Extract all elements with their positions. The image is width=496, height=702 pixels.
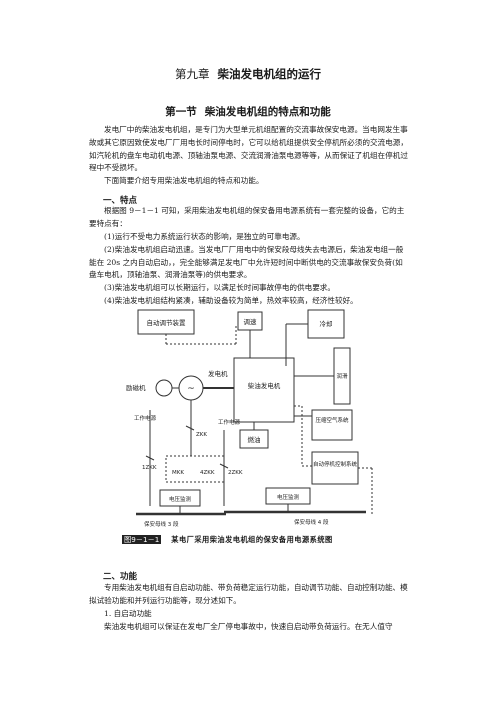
diesel-label: 柴油发电机 <box>248 381 281 390</box>
auto-sync-label: 自动调节装置 <box>147 318 187 327</box>
bus-3-label: 保安母线 3 段 <box>144 520 179 528</box>
auto-start-label: 自动停机控制系统 <box>313 460 358 468</box>
work-power-right-label: 工作电源 <box>218 418 241 426</box>
zkk2-label: 2ZKK <box>228 470 243 476</box>
exciter-symbol <box>155 379 173 397</box>
generator-label: 发电机 <box>208 369 228 378</box>
power-system-diagram: 自动调节装置 调速 冷却 润滑 柴油发电机 励磁机 ~ 发电机 燃油 <box>126 309 373 528</box>
svg-text:~: ~ <box>187 384 195 394</box>
feature-list: (1)运行不受电力系统运行状态的影响，是独立的可靠电源。 (2)柴油发电机组启动… <box>89 231 409 308</box>
chapter-title: 第九章柴油发电机组的运行 <box>0 66 496 82</box>
part1-lead: 根据图 9－1－1 可知，采用柴油发电机组的保安备用电源系统有一套完整的设备，它… <box>89 206 405 228</box>
intro-paragraph-1: 发电厂中的柴油发电机组，是专门为大型单元机组配置的交流事故保安电源。当电网发生事… <box>89 125 408 173</box>
compressed-air-label: 压缩空气系统 <box>315 416 349 424</box>
cooling-label: 冷却 <box>320 319 333 328</box>
chapter-number: 第九章 <box>175 67 210 81</box>
intro-paragraph-2: 下面简要介绍专用柴油发电机组的特点和功能。 <box>104 176 264 186</box>
part2-lead: 专用柴油发电机组有自启动功能、带负荷稳定运行功能，自动调节功能、自动控制功能、模… <box>89 583 408 605</box>
bus-4-label: 保安母线 4 段 <box>294 518 329 526</box>
section-title: 第一节柴油发电机组的特点和功能 <box>0 104 496 119</box>
part2-text: 柴油发电机组可以保证在发电厂全厂停电事故中，快速自启动带负荷运行。在无人值守 <box>104 622 393 631</box>
voltage-monitor-left-label: 电压监测 <box>169 495 192 503</box>
work-power-left-label: 工作电源 <box>134 414 157 422</box>
figure-caption: 图9－1－1 某电厂采用柴油发电机组的保安备用电源系统图 <box>122 535 333 545</box>
part1-heading: 一、特点 <box>103 196 138 206</box>
intro-block: 发电厂中的柴油发电机组，是专门为大型单元机组配置的交流事故保安电源。当电网发生事… <box>89 124 409 188</box>
figure-title: 某电厂采用柴油发电机组的保安备用电源系统图 <box>171 535 333 544</box>
part2-heading: 二、功能 <box>103 572 138 582</box>
feature-item-2: (2)柴油发电机组启动迅速。当发电厂厂用电中的保安段母线失去电源后，柴油发电组一… <box>89 244 404 280</box>
lube-label: 润滑 <box>336 372 348 380</box>
section-number: 第一节 <box>165 106 197 118</box>
figure-number: 图9－1－1 <box>122 535 162 544</box>
part2-subheading: 1. 自启动功能 <box>104 609 152 618</box>
feature-item-3: (3)柴油发电机组可以长期运行，以满足长时间事故停电的供电要求。 <box>104 283 335 293</box>
zkk-label: ZKK <box>196 432 207 438</box>
kkk-label: 4ZKK <box>200 470 215 476</box>
mkk-label: MKK <box>172 470 184 476</box>
auto-start-box <box>311 451 359 485</box>
feature-item-4: (4)柴油发电机组结构紧凑，辅助设备较为简单，热效率较高，经济性较好。 <box>104 295 358 305</box>
speed-label: 调速 <box>244 317 258 326</box>
feature-item-1: (1)运行不受电力系统运行状态的影响，是独立的可靠电源。 <box>104 232 305 241</box>
exciter-label: 励磁机 <box>126 383 146 392</box>
chapter-name: 柴油发电机组的运行 <box>217 67 322 81</box>
switch-group-box <box>165 455 225 483</box>
fuel-label: 燃油 <box>248 435 261 444</box>
section-name: 柴油发电机组的特点和功能 <box>204 106 331 118</box>
compressed-air-box <box>311 409 353 441</box>
voltage-monitor-right-label: 电压监测 <box>277 493 300 501</box>
diesel-engine-box <box>233 357 295 423</box>
zkk1-label: 1ZKK <box>142 465 157 471</box>
